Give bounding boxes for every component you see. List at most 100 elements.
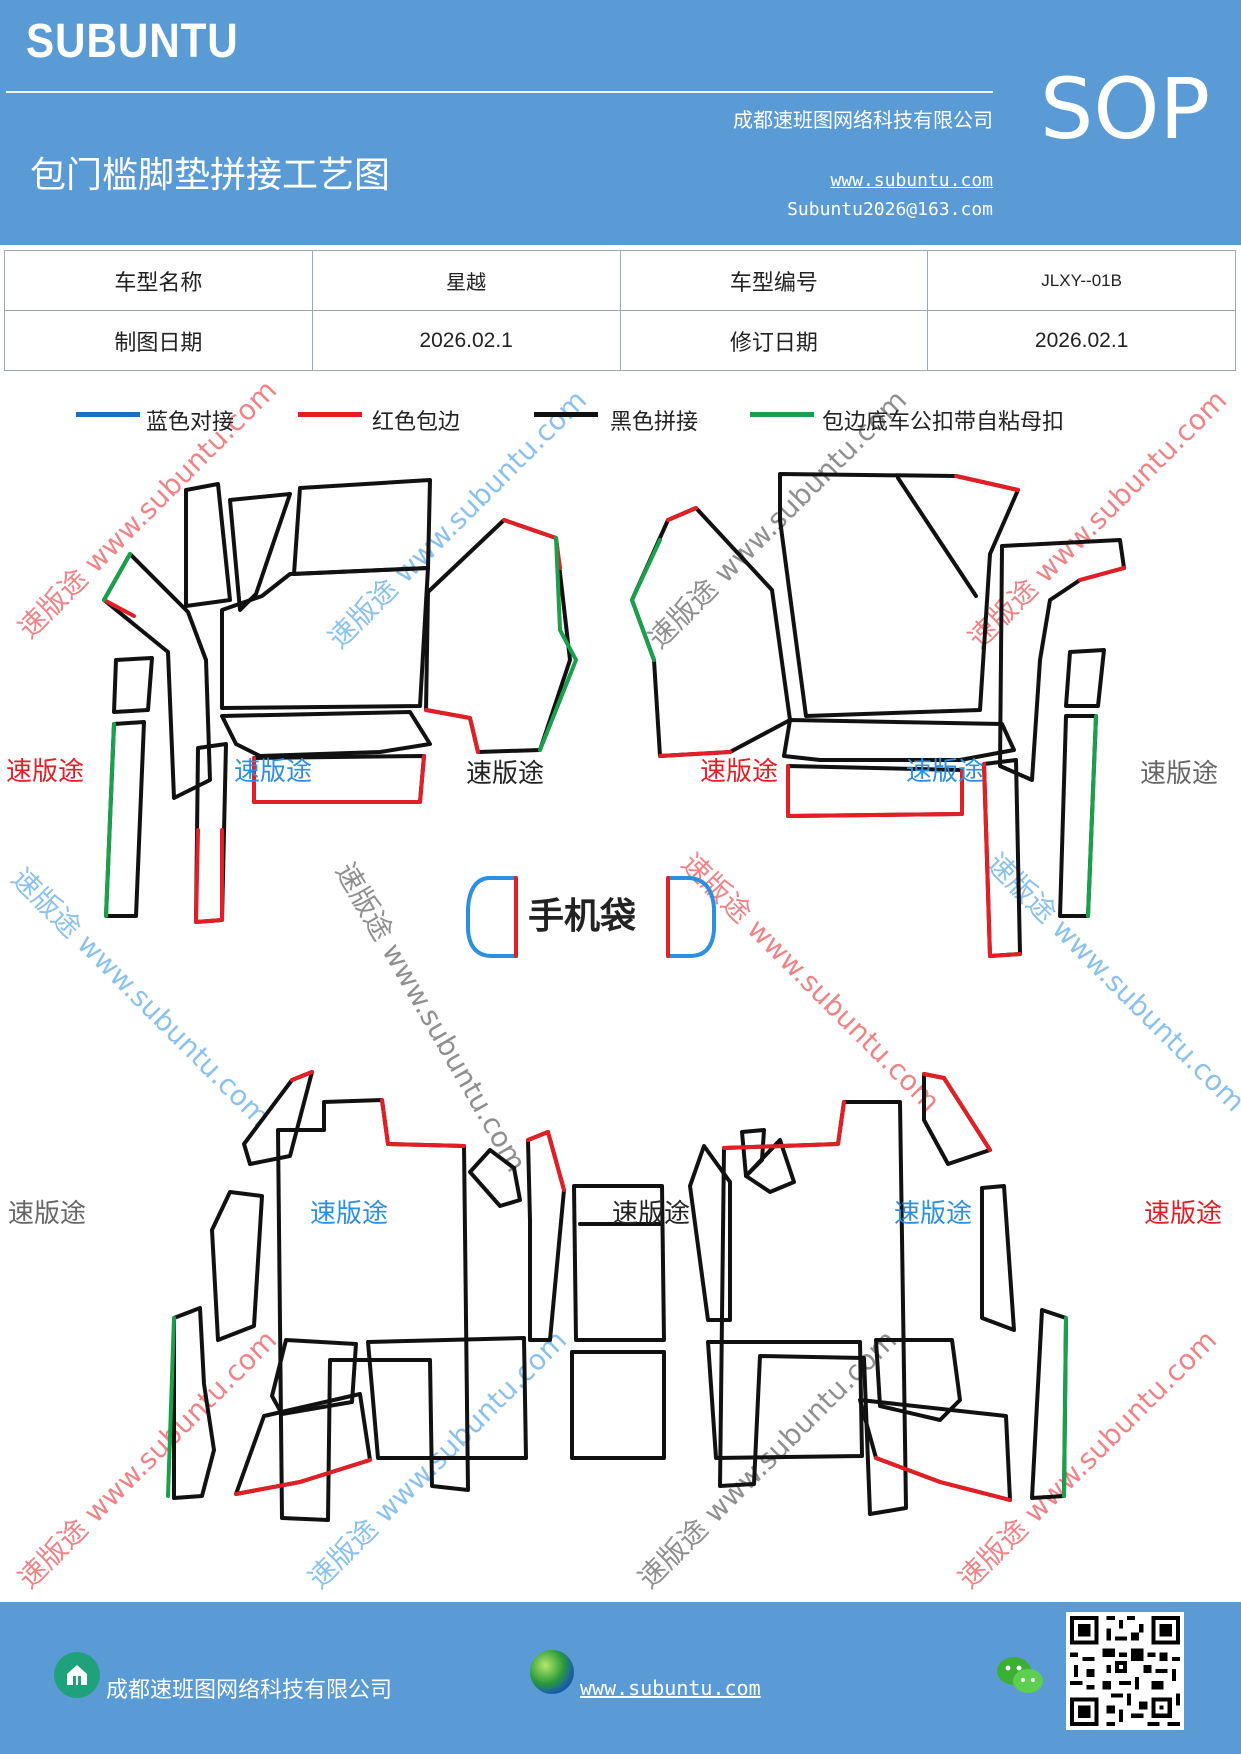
watermark-text: 速版途 www.subuntu.com <box>675 847 947 1119</box>
part-label: 速版途 <box>1144 1199 1222 1229</box>
table-cell: 制图日期 <box>4 310 313 371</box>
mat-piece <box>468 1148 522 1208</box>
mat-green-edge <box>104 722 116 918</box>
mat-red-edge <box>194 828 224 924</box>
mat-red-edge <box>666 506 698 522</box>
mat-green-edge <box>1086 714 1098 918</box>
header-email[interactable]: Subuntu2026@163.com <box>787 199 993 220</box>
legend-label: 包边底车公扣带自粘母扣 <box>822 410 1065 435</box>
legend-swatch-green <box>750 412 814 417</box>
footer-website-link[interactable]: www.subuntu.com <box>580 1676 761 1700</box>
table-cell: 星越 <box>311 250 621 311</box>
rear-mat-group <box>166 1070 1068 1522</box>
wechat-icon[interactable] <box>995 1654 1045 1698</box>
mat-piece <box>778 472 1020 718</box>
mat-piece <box>570 1350 666 1460</box>
mat-piece <box>102 552 212 800</box>
vehicle-info-table: 车型名称 星越 车型编号 JLXY--01B 制图日期 2026.02.1 修订… <box>4 250 1236 371</box>
mat-green-edge <box>166 1316 176 1498</box>
part-label: 速版途 <box>234 757 312 787</box>
home-icon <box>54 1652 100 1698</box>
mat-green-edge <box>102 552 132 602</box>
mat-piece <box>228 492 292 612</box>
mat-piece <box>896 476 978 598</box>
page-header: SUBUNTU 包门槛脚垫拼接工艺图 成都速班图网络科技有限公司 www.sub… <box>0 0 1241 245</box>
mat-piece <box>706 1340 864 1460</box>
mat-piece <box>112 656 154 714</box>
mat-green-edge <box>1062 1316 1068 1498</box>
mat-piece <box>688 1144 732 1322</box>
mat-green-edge <box>538 536 578 752</box>
part-label: 速版途 <box>1140 759 1218 789</box>
mat-piece <box>572 1184 666 1342</box>
mat-red-edge <box>922 1072 992 1152</box>
mat-red-edge <box>658 750 732 758</box>
watermark-text: 速版途 www.subuntu.com <box>12 1323 284 1595</box>
part-label: 速版途 <box>700 757 778 787</box>
page-footer: 成都速班图网络科技有限公司 www.subuntu.com <box>0 1602 1241 1754</box>
mat-piece <box>782 718 1016 762</box>
table-row: 车型名称 星越 车型编号 JLXY--01B <box>4 250 1236 311</box>
table-cell: 车型名称 <box>4 250 313 311</box>
header-company: 成都速班图网络科技有限公司 <box>733 108 993 132</box>
document-title: 包门槛脚垫拼接工艺图 <box>30 155 391 196</box>
floor-mat-diagram: 速版途 www.subuntu.com 速版途 www.subuntu.com … <box>5 373 1241 1595</box>
legend-label: 蓝色对接 <box>146 410 235 435</box>
mat-piece <box>424 518 572 754</box>
mat-red-edge <box>526 1130 566 1192</box>
globe-icon <box>530 1650 574 1694</box>
part-label: 速版途 <box>466 759 544 789</box>
table-cell: 2026.02.1 <box>927 310 1236 371</box>
legend-swatch-red <box>298 412 362 417</box>
header-website-link[interactable]: www.subuntu.com <box>830 170 993 191</box>
phone-pocket-label: 手机袋 <box>528 896 636 937</box>
mat-piece <box>184 482 232 608</box>
table-cell: 车型编号 <box>619 250 929 311</box>
mat-piece <box>172 1306 216 1500</box>
mat-red-edge <box>234 1458 372 1496</box>
mat-red-edge <box>424 708 480 754</box>
watermark-text: 速版途 www.subuntu.com <box>5 862 277 1134</box>
legend-swatch-black <box>534 412 598 417</box>
part-label: 速版途 <box>8 1199 86 1229</box>
part-label: 速版途 <box>6 757 84 787</box>
front-left-mat-group <box>102 478 578 924</box>
mat-red-edge <box>786 764 964 818</box>
table-cell: JLXY--01B <box>927 250 1236 311</box>
qr-code <box>1066 1612 1184 1730</box>
mat-green-edge <box>630 538 662 662</box>
mat-piece <box>858 1398 1012 1502</box>
mat-piece <box>242 1070 314 1166</box>
watermark-text: 速版途 www.subuntu.com <box>329 857 533 1177</box>
part-label: 速版途 <box>310 1199 388 1229</box>
sop-badge: SOP <box>1040 60 1211 158</box>
front-right-mat-group <box>630 472 1126 958</box>
mat-red-edge <box>102 598 136 618</box>
mat-red-edge <box>380 1098 466 1148</box>
part-labels: 速版途 速版途 速版途 速版途 速版途 速版途 速版途 速版途 速版途 速版途 … <box>6 757 1222 1229</box>
mat-red-edge <box>722 1100 846 1150</box>
mat-red-edge <box>252 754 426 804</box>
mat-red-edge <box>290 1070 314 1082</box>
mat-piece <box>1064 648 1106 708</box>
pocket-blue-edge <box>666 876 716 958</box>
mat-red-edge <box>982 762 1022 958</box>
part-label: 速版途 <box>612 1199 690 1229</box>
mat-piece <box>718 1100 908 1516</box>
table-cell: 2026.02.1 <box>311 310 621 371</box>
mat-red-edge <box>502 518 562 570</box>
mat-piece <box>744 1138 796 1194</box>
footer-company: 成都速班图网络科技有限公司 <box>106 1678 393 1703</box>
mat-piece <box>366 1336 528 1460</box>
part-label: 速版途 <box>894 1199 972 1229</box>
mat-piece <box>998 538 1126 782</box>
watermarks: 速版途 www.subuntu.com 速版途 www.subuntu.com … <box>5 373 1241 1595</box>
mat-red-edge <box>874 1456 1012 1502</box>
watermark-text: 速版途 www.subuntu.com <box>952 1323 1224 1595</box>
mat-piece <box>210 1190 264 1342</box>
legend-label: 红色包边 <box>372 410 461 435</box>
table-row: 制图日期 2026.02.1 修订日期 2026.02.1 <box>4 310 1236 371</box>
header-divider <box>6 91 993 93</box>
pocket-blue-edge <box>466 876 518 958</box>
part-label: 速版途 <box>906 757 984 787</box>
